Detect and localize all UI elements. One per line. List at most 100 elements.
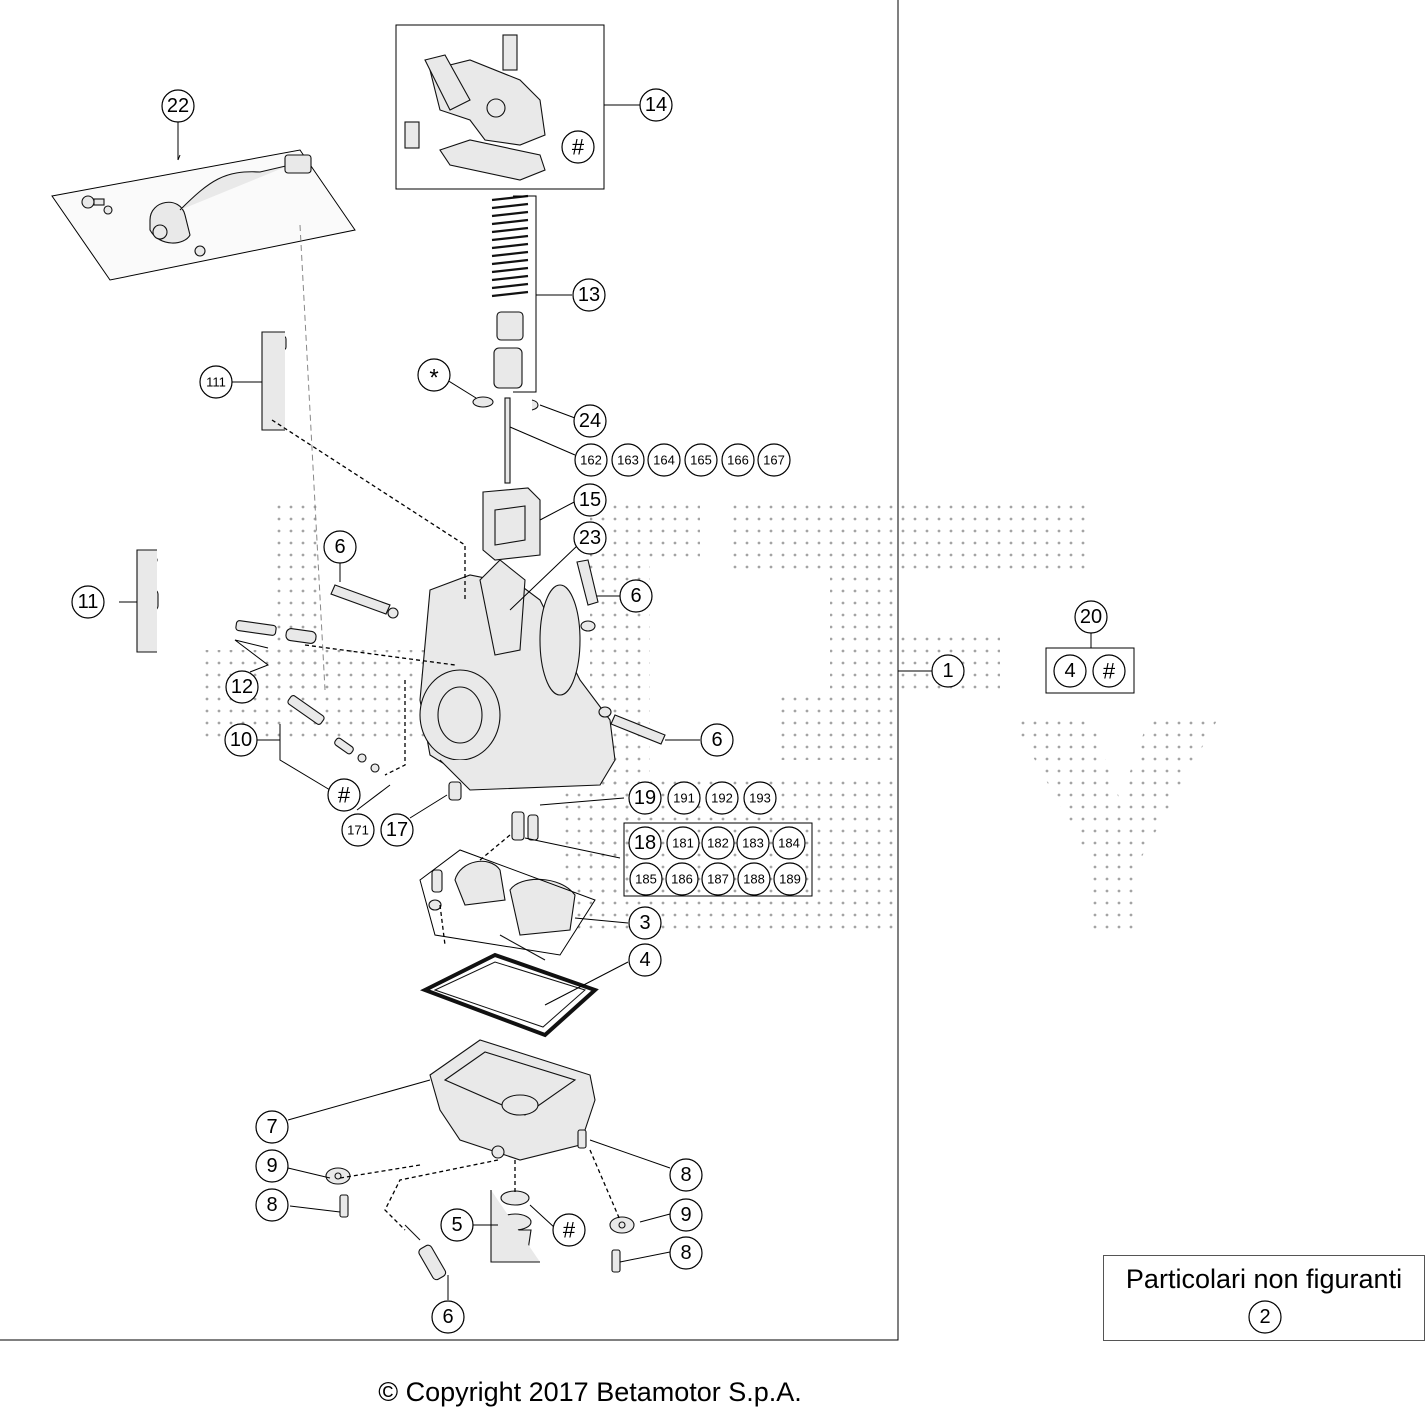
callout-165[interactable]: 165 <box>684 443 718 477</box>
callout-166[interactable]: 166 <box>721 443 755 477</box>
callout-181[interactable]: 181 <box>666 826 700 860</box>
callout-3[interactable]: 3 <box>628 906 662 940</box>
callout-20-hash[interactable]: # <box>1092 654 1126 688</box>
callout-20-4[interactable]: 4 <box>1053 654 1087 688</box>
svg-text:164: 164 <box>653 453 675 468</box>
svg-text:1: 1 <box>942 660 953 682</box>
callout-191[interactable]: 191 <box>667 781 701 815</box>
callout-14[interactable]: 14 <box>639 88 673 122</box>
callout-8-right-bottom[interactable]: 8 <box>669 1236 703 1270</box>
callout-8-left[interactable]: 8 <box>255 1188 289 1222</box>
callout-193[interactable]: 193 <box>743 781 777 815</box>
callout-6-bottom[interactable]: 6 <box>431 1300 465 1334</box>
svg-text:181: 181 <box>672 836 694 851</box>
callout-6-top-left[interactable]: 6 <box>323 530 357 564</box>
callout-10[interactable]: 10 <box>224 723 258 757</box>
callout-6-top-right[interactable]: 6 <box>619 579 653 613</box>
callout-9-left[interactable]: 9 <box>255 1149 289 1183</box>
svg-text:186: 186 <box>671 872 693 887</box>
svg-text:162: 162 <box>580 453 602 468</box>
parts-not-shown-callout[interactable]: 2 <box>1104 1256 1426 1342</box>
callout-182[interactable]: 182 <box>701 826 735 860</box>
bowl-hardware <box>325 1129 635 1281</box>
callout-187[interactable]: 187 <box>701 862 735 896</box>
callout-11[interactable]: 11 <box>71 585 105 619</box>
callout-star[interactable]: * <box>417 358 451 392</box>
callout-23[interactable]: 23 <box>573 521 607 555</box>
svg-text:171: 171 <box>347 823 369 838</box>
throttle-slide-15 <box>482 487 541 561</box>
svg-text:182: 182 <box>707 836 729 851</box>
callout-9-right[interactable]: 9 <box>669 1198 703 1232</box>
svg-text:11: 11 <box>78 591 99 613</box>
svg-text:184: 184 <box>778 836 800 851</box>
callout-12[interactable]: 12 <box>225 670 259 704</box>
sensor-kit-22 <box>51 120 356 281</box>
callout-8-right-top[interactable]: 8 <box>669 1158 703 1192</box>
svg-text:20: 20 <box>1080 606 1102 628</box>
callout-189[interactable]: 189 <box>773 862 807 896</box>
callout-184[interactable]: 184 <box>772 826 806 860</box>
drain-plug-5 <box>490 1190 540 1263</box>
svg-text:10: 10 <box>230 729 252 751</box>
callout-185[interactable]: 185 <box>629 862 663 896</box>
svg-text:187: 187 <box>707 872 729 887</box>
svg-text:193: 193 <box>749 791 771 806</box>
callout-163[interactable]: 163 <box>611 443 645 477</box>
callout-167[interactable]: 167 <box>757 443 791 477</box>
callout-5[interactable]: 5 <box>440 1208 474 1242</box>
parts-not-shown-box: Particolari non figuranti 2 <box>1103 1255 1425 1341</box>
svg-text:15: 15 <box>579 489 601 511</box>
callout-18[interactable]: 18 <box>628 826 662 860</box>
svg-text:4: 4 <box>639 949 650 971</box>
screw-11 <box>136 549 159 653</box>
callout-1[interactable]: 1 <box>931 654 965 688</box>
svg-text:#: # <box>572 135 585 160</box>
callout-7[interactable]: 7 <box>255 1110 289 1144</box>
callout-162[interactable]: 162 <box>574 443 608 477</box>
callout-6-mid-right[interactable]: 6 <box>700 723 734 757</box>
callout-14-hash[interactable]: # <box>561 130 595 164</box>
svg-text:18: 18 <box>634 832 656 854</box>
leader-lines <box>119 104 1092 1300</box>
throttle-spring-13 <box>491 194 537 393</box>
callouts: 22 14 # 13 111 * 24 162 163 164 165 166 … <box>71 88 1126 1334</box>
callout-192[interactable]: 192 <box>705 781 739 815</box>
svg-text:167: 167 <box>763 453 785 468</box>
group-box-14 <box>395 24 605 190</box>
callout-111[interactable]: 111 <box>199 365 233 399</box>
svg-text:8: 8 <box>680 1242 691 1264</box>
svg-text:#: # <box>1103 659 1116 684</box>
parts-not-shown-item: 2 <box>1259 1306 1270 1328</box>
svg-text:183: 183 <box>742 836 764 851</box>
callout-188[interactable]: 188 <box>737 862 771 896</box>
callout-4[interactable]: 4 <box>628 943 662 977</box>
callout-13[interactable]: 13 <box>572 278 606 312</box>
throttle-cover-14 <box>404 34 546 181</box>
svg-text:19: 19 <box>634 787 656 809</box>
callout-171[interactable]: 171 <box>341 813 375 847</box>
svg-text:163: 163 <box>617 453 639 468</box>
svg-text:#: # <box>338 783 351 808</box>
parts-not-shown-title: Particolari non figuranti <box>1125 1264 1403 1294</box>
callout-24[interactable]: 24 <box>573 404 607 438</box>
callout-183[interactable]: 183 <box>736 826 770 860</box>
svg-text:3: 3 <box>639 912 650 934</box>
callout-15[interactable]: 15 <box>573 483 607 517</box>
callout-20[interactable]: 20 <box>1074 600 1108 634</box>
jet-needle <box>472 396 539 484</box>
diagram-frame <box>0 0 899 1341</box>
callout-22[interactable]: 22 <box>161 89 195 123</box>
svg-text:185: 185 <box>635 872 657 887</box>
callout-186[interactable]: 186 <box>665 862 699 896</box>
callout-19[interactable]: 19 <box>628 781 662 815</box>
callout-17[interactable]: 17 <box>380 813 414 847</box>
svg-text:6: 6 <box>334 536 345 558</box>
svg-text:*: * <box>429 365 438 392</box>
callout-164[interactable]: 164 <box>647 443 681 477</box>
svg-text:9: 9 <box>266 1155 277 1177</box>
callout-5-hash[interactable]: # <box>552 1213 586 1247</box>
float-3 <box>419 849 596 961</box>
callout-10-hash[interactable]: # <box>327 778 361 812</box>
svg-text:#: # <box>563 1218 576 1243</box>
